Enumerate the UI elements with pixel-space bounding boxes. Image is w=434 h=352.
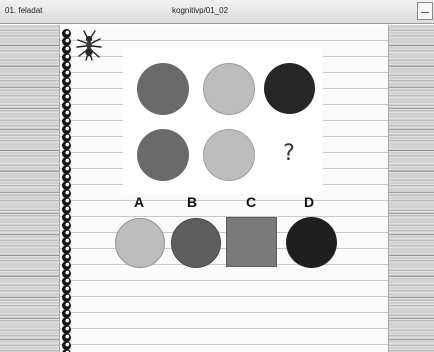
- option-c-square[interactable]: [226, 217, 277, 267]
- wood-panel-right: [388, 25, 434, 352]
- option-d-label: D: [298, 194, 320, 210]
- grid-circle-light: [203, 63, 255, 115]
- minimize-button[interactable]: [417, 2, 433, 20]
- task-label: 01. feladat: [5, 6, 42, 15]
- option-d-circle[interactable]: [286, 217, 337, 268]
- option-a-label: A: [128, 194, 150, 210]
- wood-panel-left: [0, 25, 60, 352]
- option-b-circle[interactable]: [171, 218, 221, 268]
- grid-circle-black: [264, 63, 315, 114]
- option-b-label: B: [181, 194, 203, 210]
- option-c-label: C: [240, 194, 262, 210]
- window-title: kognitivp/01_02: [172, 6, 228, 15]
- spiral-binding: [62, 25, 74, 352]
- ant-icon: [74, 29, 104, 61]
- grid-circle-light: [203, 129, 255, 181]
- grid-circle-dark: [137, 129, 189, 181]
- missing-cell-question-mark: ?: [278, 141, 300, 166]
- title-bar: 01. feladat kognitivp/01_02: [0, 0, 434, 24]
- grid-circle-dark: [137, 63, 189, 115]
- option-a-circle[interactable]: [115, 218, 165, 268]
- minimize-icon: [421, 12, 429, 13]
